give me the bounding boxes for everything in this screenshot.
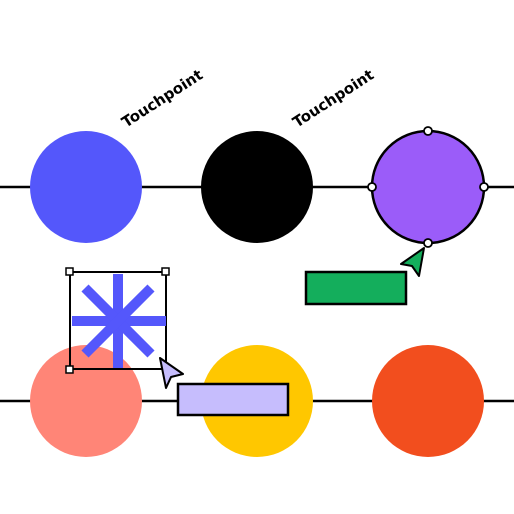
selection-handle-top-right[interactable]	[161, 267, 170, 276]
selection-handle-bottom[interactable]	[423, 238, 433, 248]
touchpoint-circle-orange	[372, 345, 484, 457]
selected-circle-group[interactable]	[367, 126, 489, 248]
cursor-arrow-icon	[159, 357, 184, 389]
selection-handle-top-left[interactable]	[65, 267, 74, 276]
green-rectangle[interactable]	[304, 270, 408, 306]
touchpoint-circle-purple[interactable]	[370, 129, 486, 245]
selection-handle-top[interactable]	[423, 126, 433, 136]
touchpoint-label-1: Touchpoint	[118, 66, 206, 132]
asterisk-icon	[72, 274, 166, 368]
touchpoint-circle-blue	[30, 131, 142, 243]
lavender-rectangle[interactable]	[176, 382, 290, 417]
asterisk-stroke-diag-2	[81, 284, 155, 358]
touchpoint-circle-black	[201, 131, 313, 243]
asterisk-selection-group[interactable]	[65, 267, 170, 374]
selection-handle-bottom-left[interactable]	[65, 365, 74, 374]
cursor-arrow-icon	[400, 247, 425, 277]
selection-handle-right[interactable]	[479, 182, 489, 192]
selection-handle-left[interactable]	[367, 182, 377, 192]
touchpoint-circle-salmon	[30, 345, 142, 457]
touchpoint-label-2: Touchpoint	[289, 66, 377, 132]
